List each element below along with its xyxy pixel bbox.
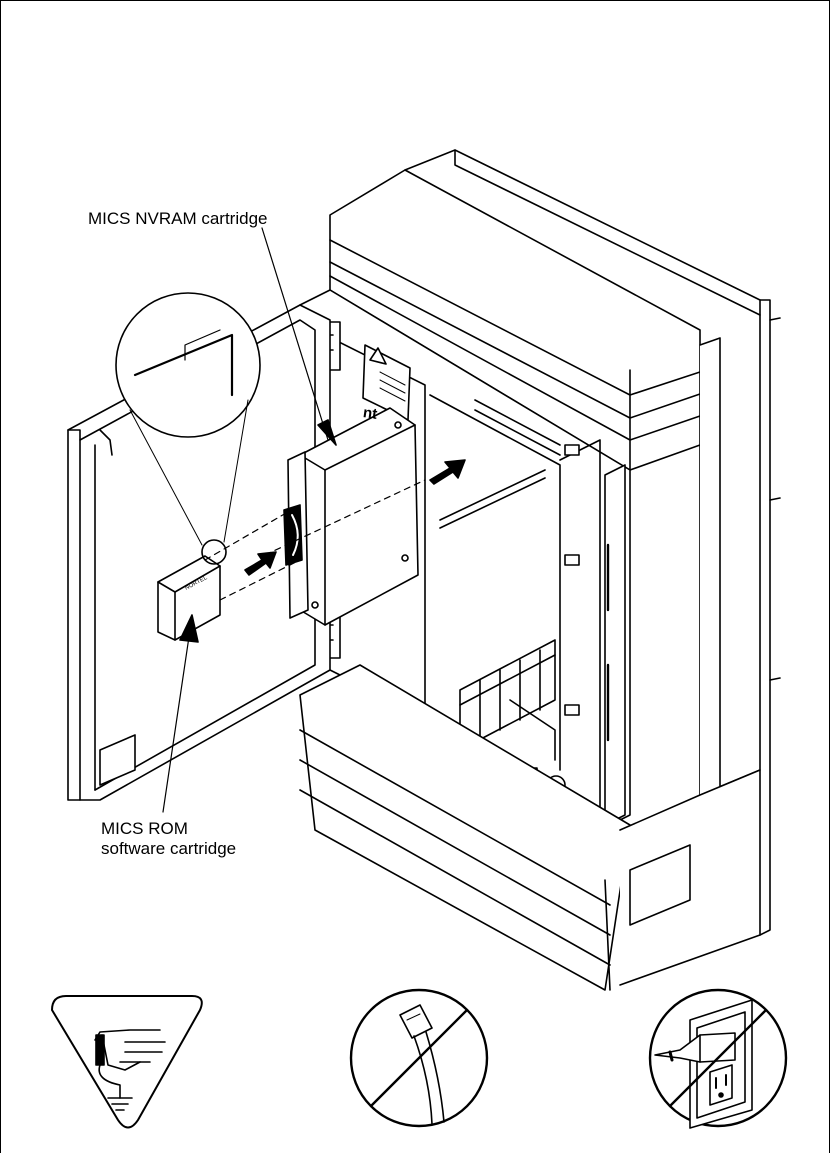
- insertion-guides: [204, 479, 426, 601]
- equipment-logo: nt: [361, 404, 379, 423]
- rom-leader-arrow-icon: [179, 614, 199, 643]
- nvram-leader-line: [261, 227, 329, 441]
- rom-cartridge: NORTEL: [157, 555, 221, 641]
- insert-arrow-icon: [244, 551, 277, 576]
- rom-cartridge-label-line2: software cartridge: [101, 839, 237, 858]
- rom-cartridge-label-line1: MICS ROM: [101, 819, 188, 838]
- cabinet-door: [67, 304, 331, 801]
- esd-ground-wrist-strap-icon: [51, 995, 203, 1129]
- nvram-cartridge: [283, 407, 419, 626]
- no-power-plug-icon: [648, 988, 788, 1129]
- no-telephone-cord-icon: [349, 988, 489, 1128]
- rom-cartridge-label: MICS ROM software cartridge: [101, 819, 236, 859]
- rom-leader-line: [162, 629, 191, 813]
- detail-magnifier: [115, 292, 261, 565]
- nvram-cartridge-label: MICS NVRAM cartridge: [88, 209, 268, 228]
- nvram-leader-arrow-icon: [317, 419, 337, 446]
